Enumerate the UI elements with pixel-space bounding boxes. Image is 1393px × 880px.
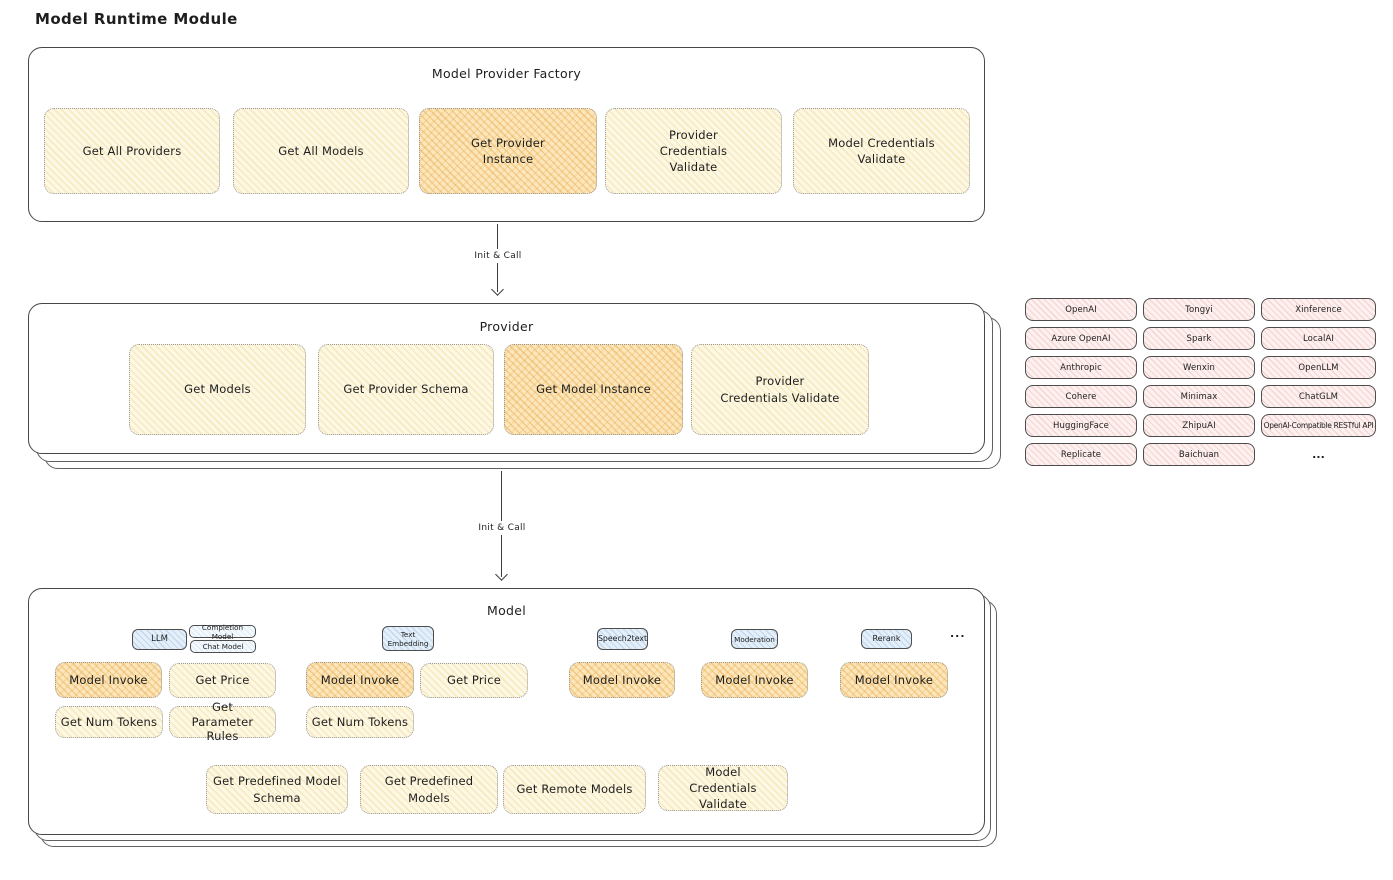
node-llm-get-price: Get Price [169,663,276,698]
node-text-embedding-get-num-tokens: Get Num Tokens [306,706,414,738]
provider-openai-compatible-restful-api: OpenAI-Compatible RESTful API [1261,414,1376,437]
node-rerank-model-invoke: Model Invoke [840,662,948,698]
provider-list-grid: OpenAI Tongyi Xinference Azure OpenAI Sp… [1025,298,1376,466]
node-label: Get Remote Models [516,782,633,797]
arrow-head-down-icon [495,568,508,581]
node-get-all-models: Get All Models [233,108,409,194]
node-label: Model Invoke [320,672,400,687]
provider-list-ellipsis: ... [1312,448,1325,461]
node-label: Model Invoke [69,672,148,687]
node-label: Get Predefined Model Schema [213,774,341,805]
provider-wenxin: Wenxin [1143,356,1255,379]
node-label: Model Invoke [854,672,934,687]
model-panel-title: Model [486,603,527,618]
arrow-head-down-icon [491,283,504,296]
node-text-embedding-model-invoke: Model Invoke [306,662,414,698]
tab-speech2text: Speech2text [597,628,648,650]
node-label: Get Models [184,382,251,397]
provider-panel-title: Provider [479,319,534,334]
tab-moderation: Moderation [731,629,778,649]
provider-spark: Spark [1143,327,1255,350]
node-label: Get Parameter Rules [191,700,254,744]
node-label: Model Invoke [582,672,662,687]
node-label: Get Price [446,673,501,688]
tab-completion-model: Completion Model [189,623,256,641]
provider-zhipuai: ZhipuAI [1143,414,1255,437]
node-llm-get-num-tokens: Get Num Tokens [55,706,163,738]
node-get-predefined-model-schema: Get Predefined Model Schema [206,765,348,814]
tab-chat-model: Chat Model [190,640,256,653]
tabs-ellipsis: ... [950,627,966,640]
node-model-credentials-validate-2: Model Credentials Validate [658,765,788,811]
node-llm-model-invoke: Model Invoke [55,662,162,698]
node-label: Get Price [195,673,250,688]
node-get-provider-instance: Get Provider Instance [419,108,597,194]
factory-panel: Model Provider Factory Get All Providers… [28,47,985,222]
provider-xinference: Xinference [1261,298,1376,321]
provider-panel: Provider Get Models Get Provider Schema … [28,303,985,454]
node-label: Model Invoke [715,672,794,687]
provider-baichuan: Baichuan [1143,443,1255,466]
node-label: Model Credentials Validate [689,764,757,812]
arrow-label-init-call-2: Init & Call [473,521,531,535]
provider-anthropic: Anthropic [1025,356,1137,379]
node-label: Get All Providers [82,143,182,158]
factory-panel-title: Model Provider Factory [431,66,582,81]
node-label: Get All Models [278,143,364,158]
provider-minimax: Minimax [1143,385,1255,408]
provider-chatglm: ChatGLM [1261,385,1376,408]
node-get-predefined-models: Get Predefined Models [360,765,498,814]
provider-tongyi: Tongyi [1143,298,1255,321]
node-label: Get Num Tokens [60,714,158,729]
tab-text-embedding: Text Embedding [382,626,434,651]
provider-huggingface: HuggingFace [1025,414,1137,437]
node-label: Provider Credentials Validate [659,127,728,175]
node-llm-get-parameter-rules: Get Parameter Rules [169,700,276,743]
node-moderation-model-invoke: Model Invoke [701,662,808,698]
node-speech2text-model-invoke: Model Invoke [569,662,675,698]
node-label: Get Model Instance [536,382,651,397]
node-label: Get Provider Schema [343,382,469,397]
node-label: Get Predefined Models [384,774,474,805]
node-model-credentials-validate: Model Credentials Validate [793,108,970,194]
tab-llm: LLM [132,629,187,650]
model-panel: Model LLM Completion Model Chat Model Te… [28,588,985,835]
node-label: Model Credentials Validate [828,135,935,166]
node-get-all-providers: Get All Providers [44,108,220,194]
provider-azure-openai: Azure OpenAI [1025,327,1137,350]
node-get-models: Get Models [129,344,306,435]
arrow-label-init-call: Init & Call [469,249,527,263]
node-provider-credentials-validate-2: Provider Credentials Validate [691,344,869,435]
node-get-provider-schema: Get Provider Schema [318,344,494,435]
node-label: Provider Credentials Validate [720,374,840,405]
provider-localai: LocalAI [1261,327,1376,350]
node-get-model-instance: Get Model Instance [504,344,683,435]
provider-openllm: OpenLLM [1261,356,1376,379]
diagram-title: Model Runtime Module [35,10,238,28]
node-provider-credentials-validate: Provider Credentials Validate [605,108,782,194]
provider-openai: OpenAI [1025,298,1137,321]
provider-cohere: Cohere [1025,385,1137,408]
node-get-remote-models: Get Remote Models [503,765,646,814]
node-text-embedding-get-price: Get Price [420,663,528,698]
node-label: Get Num Tokens [311,714,409,729]
provider-replicate: Replicate [1025,443,1137,466]
node-label: Get Provider Instance [471,135,545,166]
tab-rerank: Rerank [861,629,912,649]
